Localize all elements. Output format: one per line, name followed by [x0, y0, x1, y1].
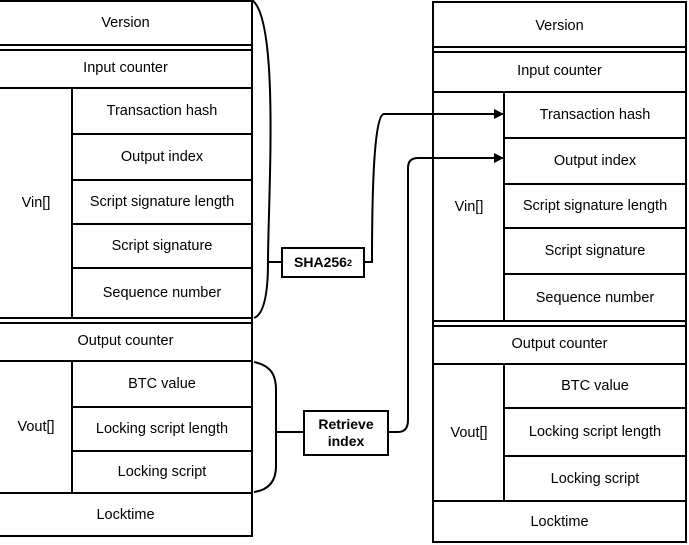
right-divider-double-3	[432, 320, 687, 327]
left-vin-divider	[72, 223, 253, 225]
vout-brace	[253, 361, 277, 493]
right-vin-field: Output index	[553, 153, 637, 169]
left-vin-label: Vin[]	[21, 195, 51, 211]
left-locktime: Locktime	[96, 506, 155, 523]
right-vin-divider	[504, 273, 687, 275]
right-vin-field: Script signature length	[522, 198, 668, 214]
left-vin-divider	[72, 267, 253, 269]
left-tx-bottom-border	[0, 535, 253, 537]
right-divider-4	[432, 363, 687, 365]
left-vout-field: Locking script	[117, 464, 207, 480]
right-vout-field: Locking script	[550, 470, 640, 487]
right-vout-field: BTC value	[561, 378, 629, 394]
right-output-counter: Output counter	[511, 336, 608, 352]
right-version: Version	[535, 17, 584, 34]
right-vout-divider	[504, 407, 687, 409]
right-vin-field: Transaction hash	[539, 107, 651, 123]
left-vin-field: Output index	[120, 149, 204, 165]
left-vout-label: Vout[]	[17, 419, 55, 435]
right-vin-divider	[504, 227, 687, 229]
left-version: Version	[101, 15, 150, 31]
left-vout-divider	[72, 450, 253, 452]
left-vout-field: Locking script length	[95, 421, 229, 437]
right-vout-field: Locking script length	[528, 424, 662, 440]
vin-brace	[251, 0, 272, 319]
left-output-counter: Output counter	[77, 333, 174, 349]
left-vin-divider	[72, 179, 253, 181]
left-vin-divider	[72, 133, 253, 135]
right-vin-separator	[503, 91, 505, 321]
retrieve-index-box: Retrieve index	[303, 410, 389, 456]
left-divider-2	[0, 87, 253, 89]
right-vin-label: Vin[]	[454, 199, 484, 215]
right-vout-label: Vout[]	[450, 424, 488, 441]
right-vin-divider	[504, 183, 687, 185]
left-vin-field: Transaction hash	[106, 103, 218, 119]
left-vin-field: Script signature length	[89, 194, 235, 210]
hash-to-txhash-arrow	[364, 109, 504, 263]
left-vout-field: BTC value	[128, 376, 196, 392]
right-divider-5	[432, 500, 687, 502]
left-divider-double-1	[0, 44, 253, 51]
left-input-counter: Input counter	[83, 60, 168, 76]
left-vout-divider	[72, 406, 253, 408]
right-vin-field: Sequence number	[535, 290, 655, 306]
right-locktime: Locktime	[530, 513, 589, 530]
right-vout-divider	[504, 455, 687, 457]
retrieve-line1: Retrieve	[318, 416, 374, 432]
sha256-label: SHA256	[294, 254, 347, 270]
left-divider-4	[0, 360, 253, 362]
left-vin-separator	[71, 87, 73, 318]
right-input-counter: Input counter	[517, 63, 602, 79]
retrieve-to-outindex-arrow	[389, 153, 504, 433]
right-vout-separator	[503, 363, 505, 500]
retrieve-line2: index	[327, 433, 365, 449]
right-divider-double-1	[432, 46, 687, 53]
left-divider-double-3	[0, 317, 253, 324]
right-vin-field: Script signature	[544, 243, 646, 259]
right-divider-2	[432, 91, 687, 93]
left-tx-top-border	[0, 0, 253, 2]
left-vin-field: Sequence number	[102, 285, 222, 301]
left-vin-field: Script signature	[111, 238, 213, 254]
left-vout-separator	[71, 360, 73, 493]
left-divider-5	[0, 492, 253, 494]
right-vin-divider	[504, 137, 687, 139]
